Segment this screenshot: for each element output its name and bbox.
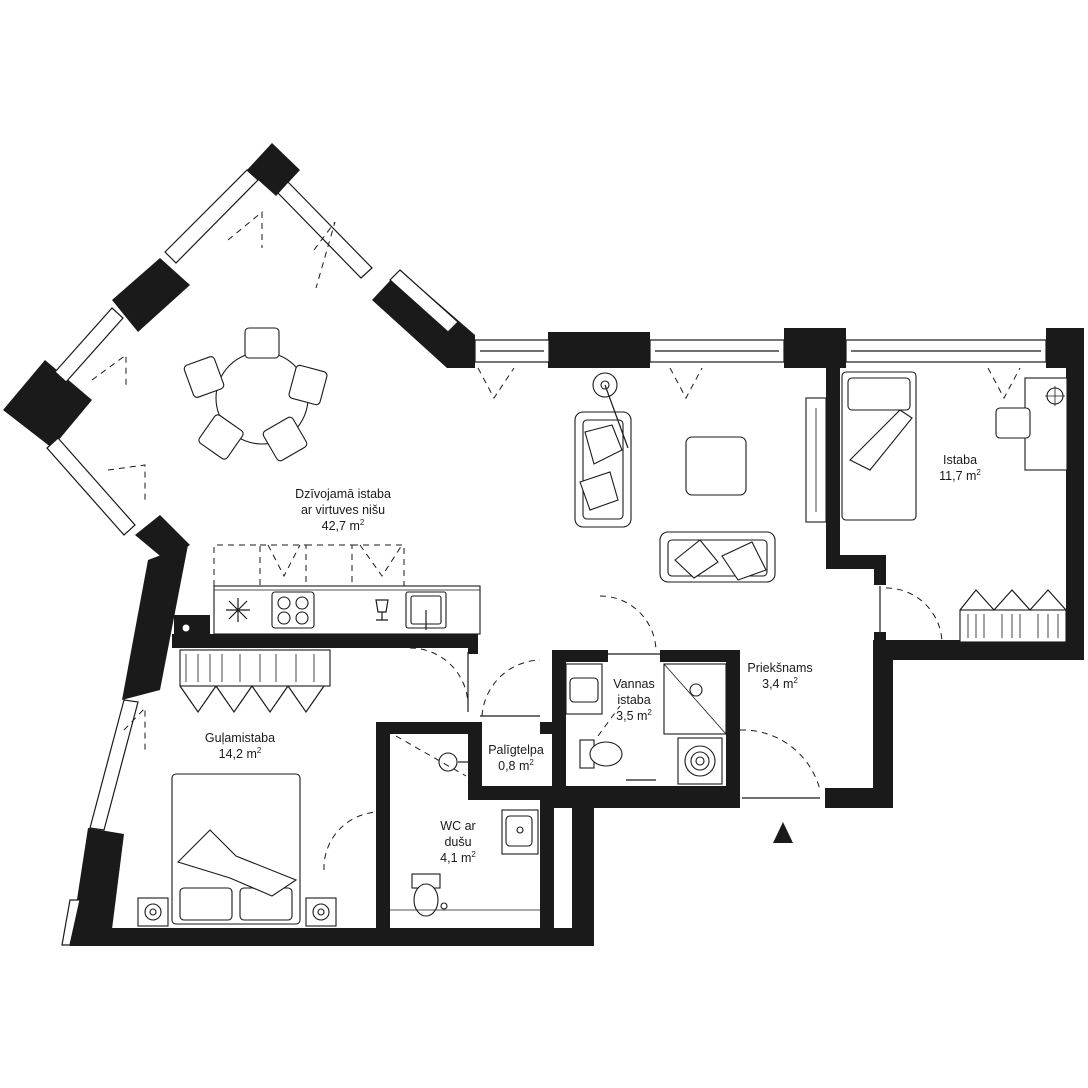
room-area: 3,5 m2 bbox=[616, 707, 652, 723]
room-name-line2: ar virtuves nišu bbox=[300, 503, 386, 517]
room-name-line2: istaba bbox=[617, 693, 651, 707]
room-name: Istaba bbox=[942, 453, 978, 467]
room-area: 11,7 m2 bbox=[939, 467, 981, 483]
room-name: Guļamistaba bbox=[204, 731, 276, 745]
room-label-hall: Priekšnams 3,4 m2 bbox=[747, 660, 812, 692]
room-area: 14,2 m2 bbox=[218, 745, 262, 761]
room-area: 3,4 m2 bbox=[762, 675, 798, 691]
room-label-bathroom: Vannas istaba 3,5 m2 bbox=[613, 676, 654, 724]
room-label-storage: Palīgtelpa 0,8 m2 bbox=[488, 742, 544, 774]
room-label-wc: WC ar dušu 4,1 m2 bbox=[440, 818, 476, 866]
kitchen bbox=[213, 544, 481, 635]
dining-set bbox=[183, 327, 328, 462]
room-furniture bbox=[841, 371, 1068, 643]
room-label-bedroom: Guļamistaba 14,2 m2 bbox=[205, 730, 275, 762]
bedroom-furniture bbox=[137, 623, 337, 927]
room-area: 42,7 m2 bbox=[321, 517, 365, 533]
room-name-line2: dušu bbox=[444, 835, 472, 849]
entrance-arrow-icon bbox=[773, 822, 793, 843]
room-name: Palīgtelpa bbox=[488, 743, 544, 757]
bathroom-fixtures bbox=[565, 663, 727, 785]
windows bbox=[46, 169, 1047, 946]
room-label-living: Dzīvojamā istaba ar virtuves nišu 42,7 m… bbox=[295, 486, 391, 534]
room-label-room: Istaba 11,7 m2 bbox=[939, 452, 981, 484]
walls bbox=[3, 143, 1084, 946]
room-area: 4,1 m2 bbox=[440, 849, 476, 865]
room-name: Vannas bbox=[613, 677, 655, 691]
room-name: WC ar bbox=[440, 819, 476, 833]
room-area: 0,8 m2 bbox=[498, 757, 534, 773]
wc-fixtures bbox=[390, 735, 540, 917]
room-name: Priekšnams bbox=[747, 661, 813, 675]
living-furniture bbox=[574, 372, 827, 583]
room-name: Dzīvojamā istaba bbox=[295, 487, 391, 501]
door-swings bbox=[91, 210, 1021, 871]
